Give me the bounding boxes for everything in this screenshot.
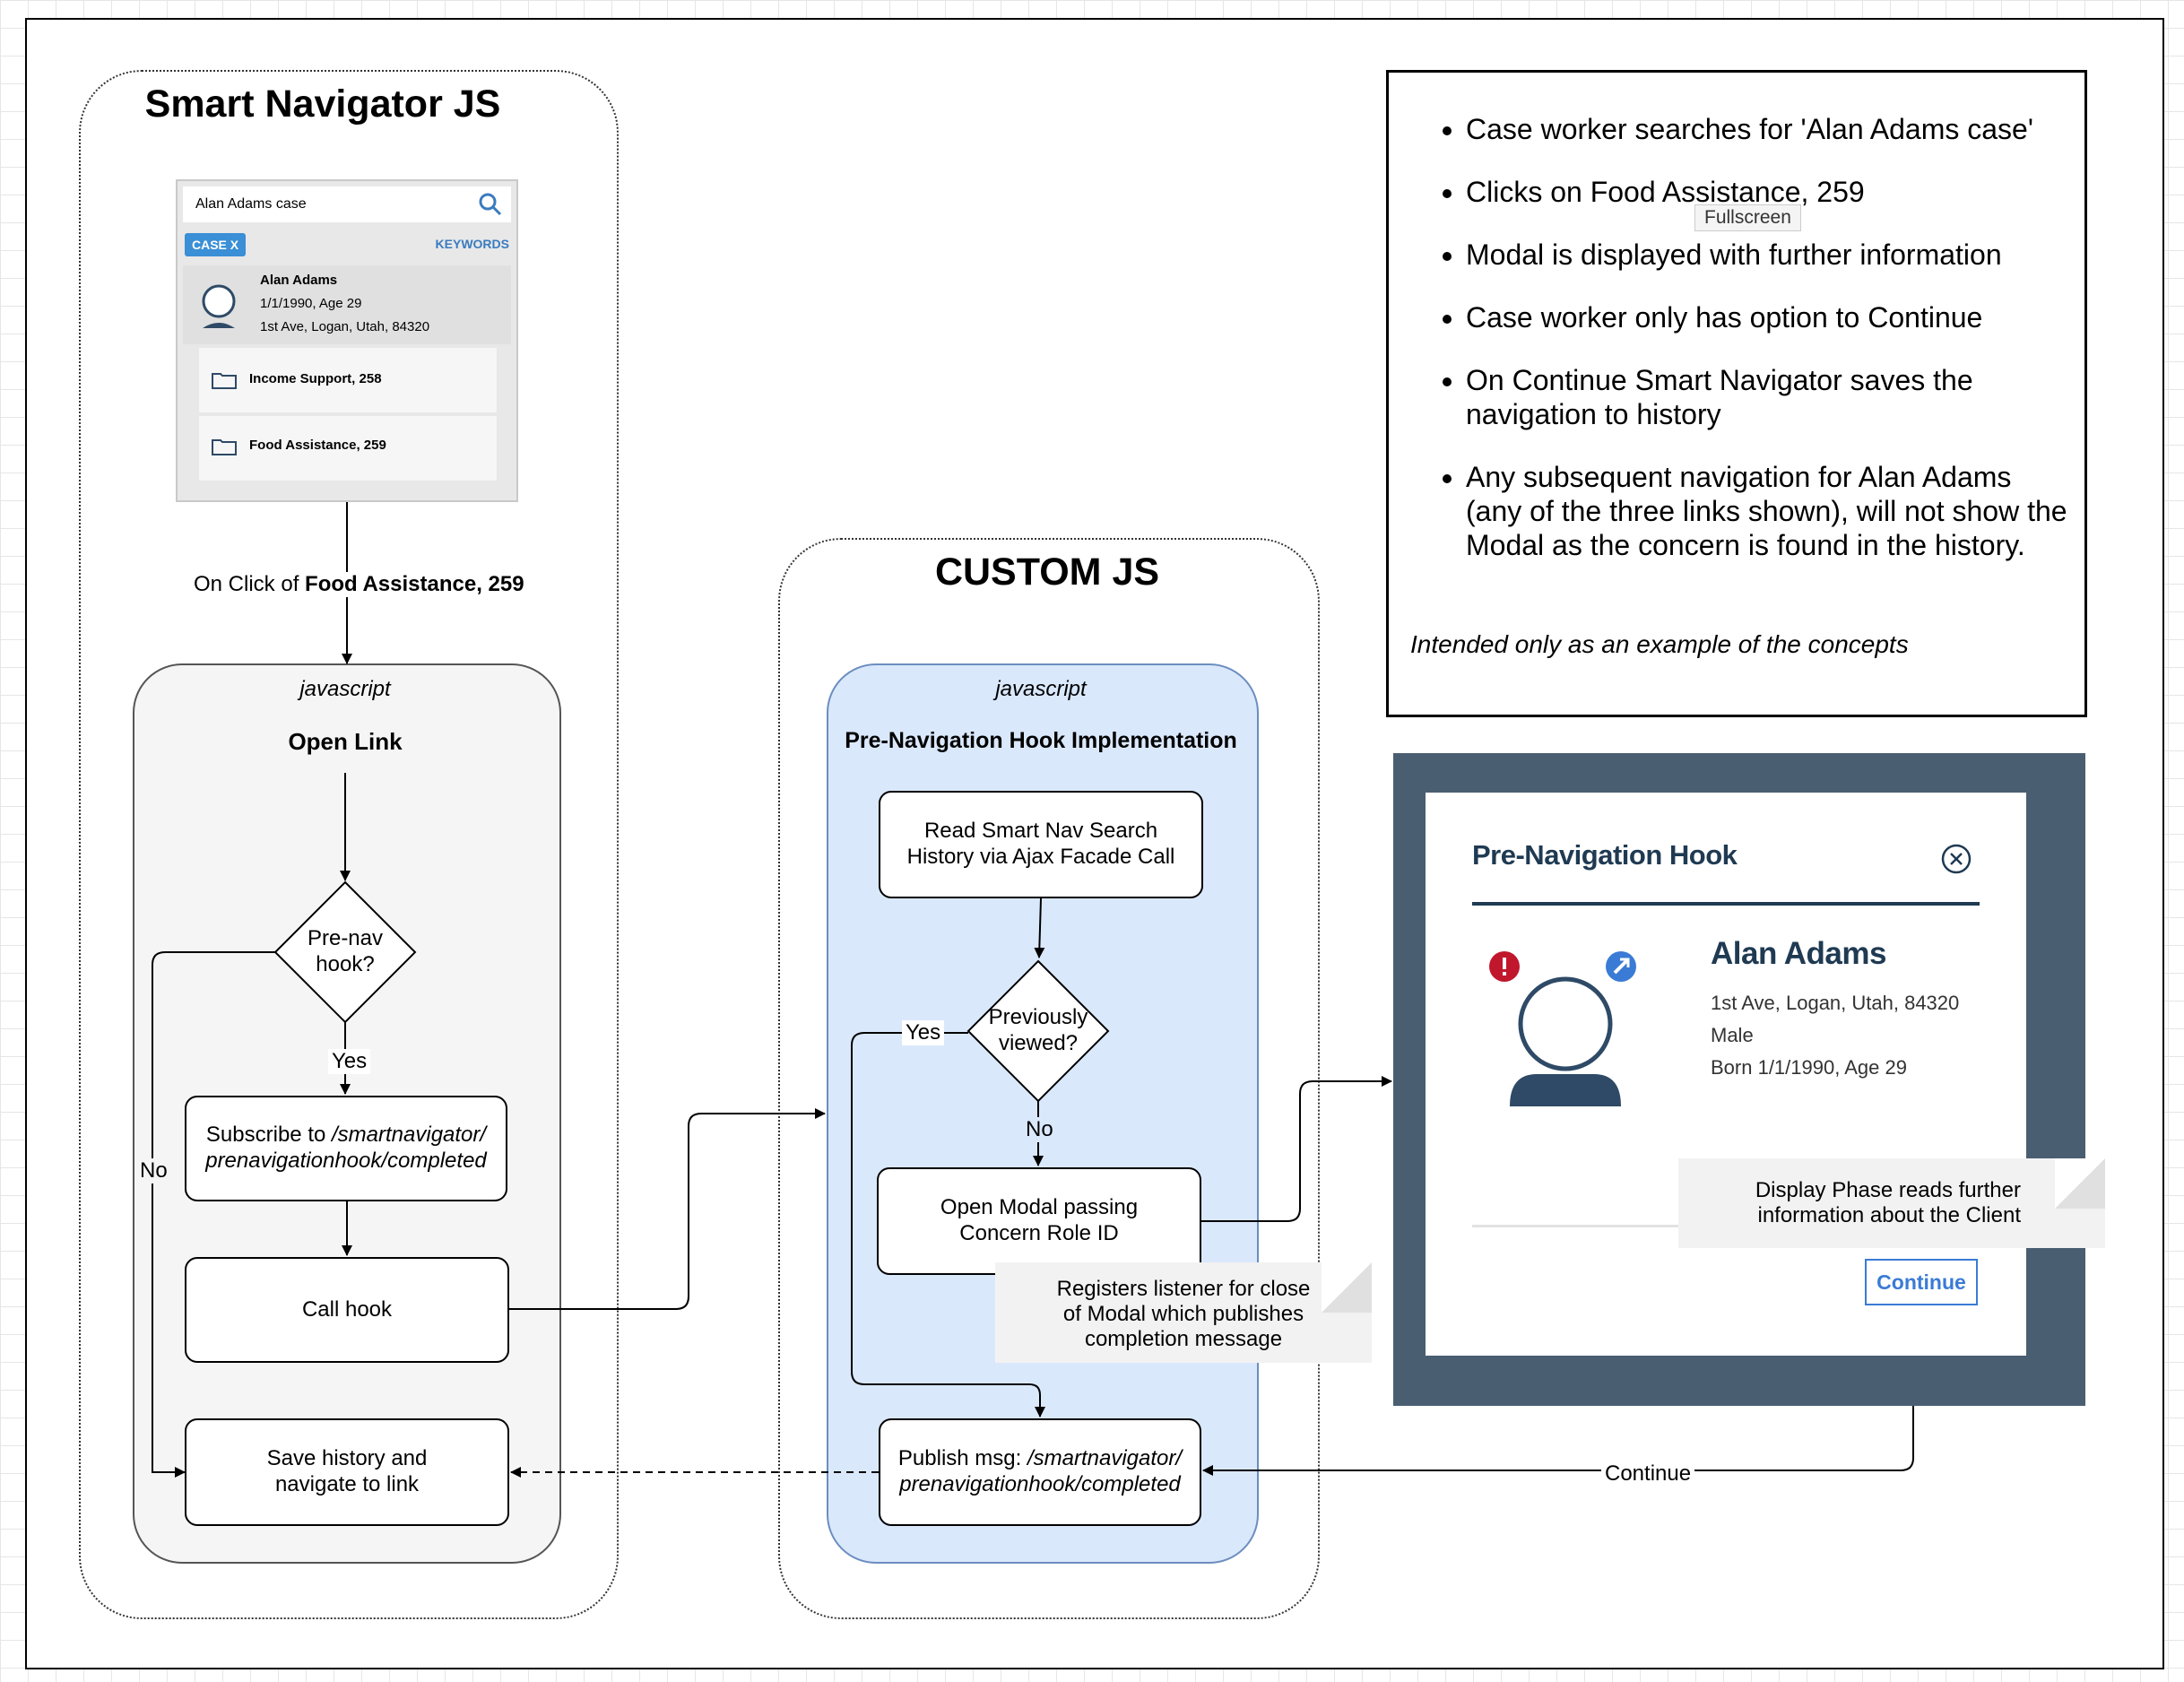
right-group-lang: javascript: [995, 677, 1087, 701]
avatar-icon: [202, 284, 236, 328]
keywords-link[interactable]: KEYWORDS: [435, 237, 509, 251]
search-query: Alan Adams case: [195, 196, 307, 212]
link-icon[interactable]: [1605, 950, 1637, 983]
case-filter-pill[interactable]: CASE X: [185, 233, 247, 256]
bullet-item: Case worker only has option to Continue: [1466, 300, 2072, 334]
registers-note-text: Registers listener for close of Modal wh…: [1056, 1277, 1311, 1351]
bullets-footer: Intended only as an example of the conce…: [1410, 630, 1909, 658]
fullscreen-tooltip[interactable]: Fullscreen: [1694, 204, 1801, 231]
continue-edge-label: Continue: [1601, 1461, 1695, 1487]
folder-icon: [212, 439, 237, 455]
registers-note-fold: [1322, 1262, 1372, 1313]
open-modal-box: Open Modal passing Concern Role ID: [877, 1167, 1201, 1275]
edge-continue: [1202, 1406, 1914, 1476]
alert-icon[interactable]: [1488, 950, 1521, 983]
edge-no: [152, 951, 275, 1478]
result-income-support[interactable]: Income Support, 258: [199, 348, 497, 412]
call-hook-box: Call hook: [185, 1257, 509, 1363]
search-icon[interactable]: [479, 193, 502, 216]
registers-note: Registers listener for close of Modal wh…: [995, 1262, 1372, 1363]
modal-person-born: Born 1/1/1990, Age 29: [1711, 1056, 1907, 1079]
modal-person-name: Alan Adams: [1711, 936, 1886, 971]
result-food-assistance[interactable]: Food Assistance, 259: [199, 416, 497, 481]
yes-label-right: Yes: [902, 1020, 945, 1045]
click-label-target: Food Assistance, 259: [305, 572, 524, 596]
person-name: Alan Adams: [260, 273, 338, 288]
decision-pre-nav-label: Pre-nav hook?: [307, 926, 384, 976]
edge-viewed: [851, 1032, 1045, 1418]
publish-box: Publish msg: /smartnavigator/ prenavigat…: [879, 1418, 1201, 1526]
close-icon[interactable]: [1940, 843, 1972, 875]
person-result[interactable]: Alan Adams 1/1/1990, Age 29 1st Ave, Log…: [183, 265, 511, 344]
custom-js-title: CUSTOM JS: [934, 551, 1160, 594]
folder-icon: [212, 373, 237, 389]
result-label: Food Assistance, 259: [249, 438, 386, 453]
bullet-item: Case worker searches for 'Alan Adams cas…: [1466, 112, 2072, 146]
click-label: On Click of Food Assistance, 259: [190, 572, 528, 597]
subscribe-box: Subscribe to /smartnavigator/ prenavigat…: [185, 1096, 507, 1201]
smart-navigator-title: Smart Navigator JS: [144, 82, 501, 126]
subscribe-topic: /smartnavigator/ prenavigationhook/compl…: [205, 1123, 487, 1173]
decision-viewed-label: Previously viewed?: [988, 1005, 1088, 1055]
display-phase-note: Display Phase reads further information …: [1678, 1158, 2105, 1248]
bullet-item: Modal is displayed with further informat…: [1466, 238, 2072, 272]
publish-prefix: Publish msg:: [897, 1446, 1027, 1471]
subscribe-prefix: Subscribe to: [205, 1123, 332, 1148]
continue-button[interactable]: Continue: [1865, 1259, 1978, 1305]
search-input[interactable]: Alan Adams case: [183, 186, 511, 222]
bullet-item: Clicks on Food Assistance, 259: [1466, 175, 2072, 209]
yes-label-left: Yes: [328, 1049, 371, 1074]
pre-nav-modal: Pre-Navigation Hook Alan Adams 1st Ave, …: [1426, 793, 2026, 1356]
result-label: Income Support, 258: [249, 371, 382, 386]
save-history-box: Save history and navigate to link: [185, 1418, 509, 1526]
no-label-right: No: [1022, 1117, 1057, 1142]
bullet-item: Any subsequent navigation for Alan Adams…: [1466, 460, 2072, 562]
person-address: 1st Ave, Logan, Utah, 84320: [260, 319, 430, 334]
explanation-note: Case worker searches for 'Alan Adams cas…: [1386, 70, 2087, 717]
display-phase-text: Display Phase reads further information …: [1755, 1178, 2021, 1227]
edge-call-to-hook: [509, 1108, 826, 1310]
click-label-prefix: On Click of: [194, 572, 306, 596]
avatar-icon: [1510, 976, 1621, 1106]
left-group-title: Open Link: [288, 728, 403, 755]
read-history-box: Read Smart Nav Search History via Ajax F…: [879, 791, 1203, 898]
right-group-title: Pre-Navigation Hook Implementation: [845, 728, 1237, 753]
search-widget: Alan Adams case CASE X KEYWORDS Alan Ada…: [176, 179, 518, 502]
edge-open-modal: [1200, 1076, 1392, 1222]
publish-topic: /smartnavigator/ prenavigationhook/compl…: [899, 1446, 1183, 1496]
left-group-lang: javascript: [299, 677, 391, 701]
person-dob: 1/1/1990, Age 29: [260, 296, 362, 311]
no-label-left: No: [136, 1158, 171, 1183]
smart-navigator-lane: [79, 70, 619, 1619]
modal-title-rule: [1472, 902, 1980, 906]
modal-person-address: 1st Ave, Logan, Utah, 84320: [1711, 992, 1960, 1014]
custom-js-lane: [778, 538, 1320, 1619]
bullet-list: Case worker searches for 'Alan Adams cas…: [1389, 112, 2072, 591]
display-phase-fold: [2055, 1158, 2105, 1209]
bullet-item: On Continue Smart Navigator saves the na…: [1466, 363, 2072, 431]
modal-title: Pre-Navigation Hook: [1472, 839, 1738, 871]
modal-person-gender: Male: [1711, 1024, 1754, 1046]
edge-read-to-decision: [1034, 897, 1045, 958]
